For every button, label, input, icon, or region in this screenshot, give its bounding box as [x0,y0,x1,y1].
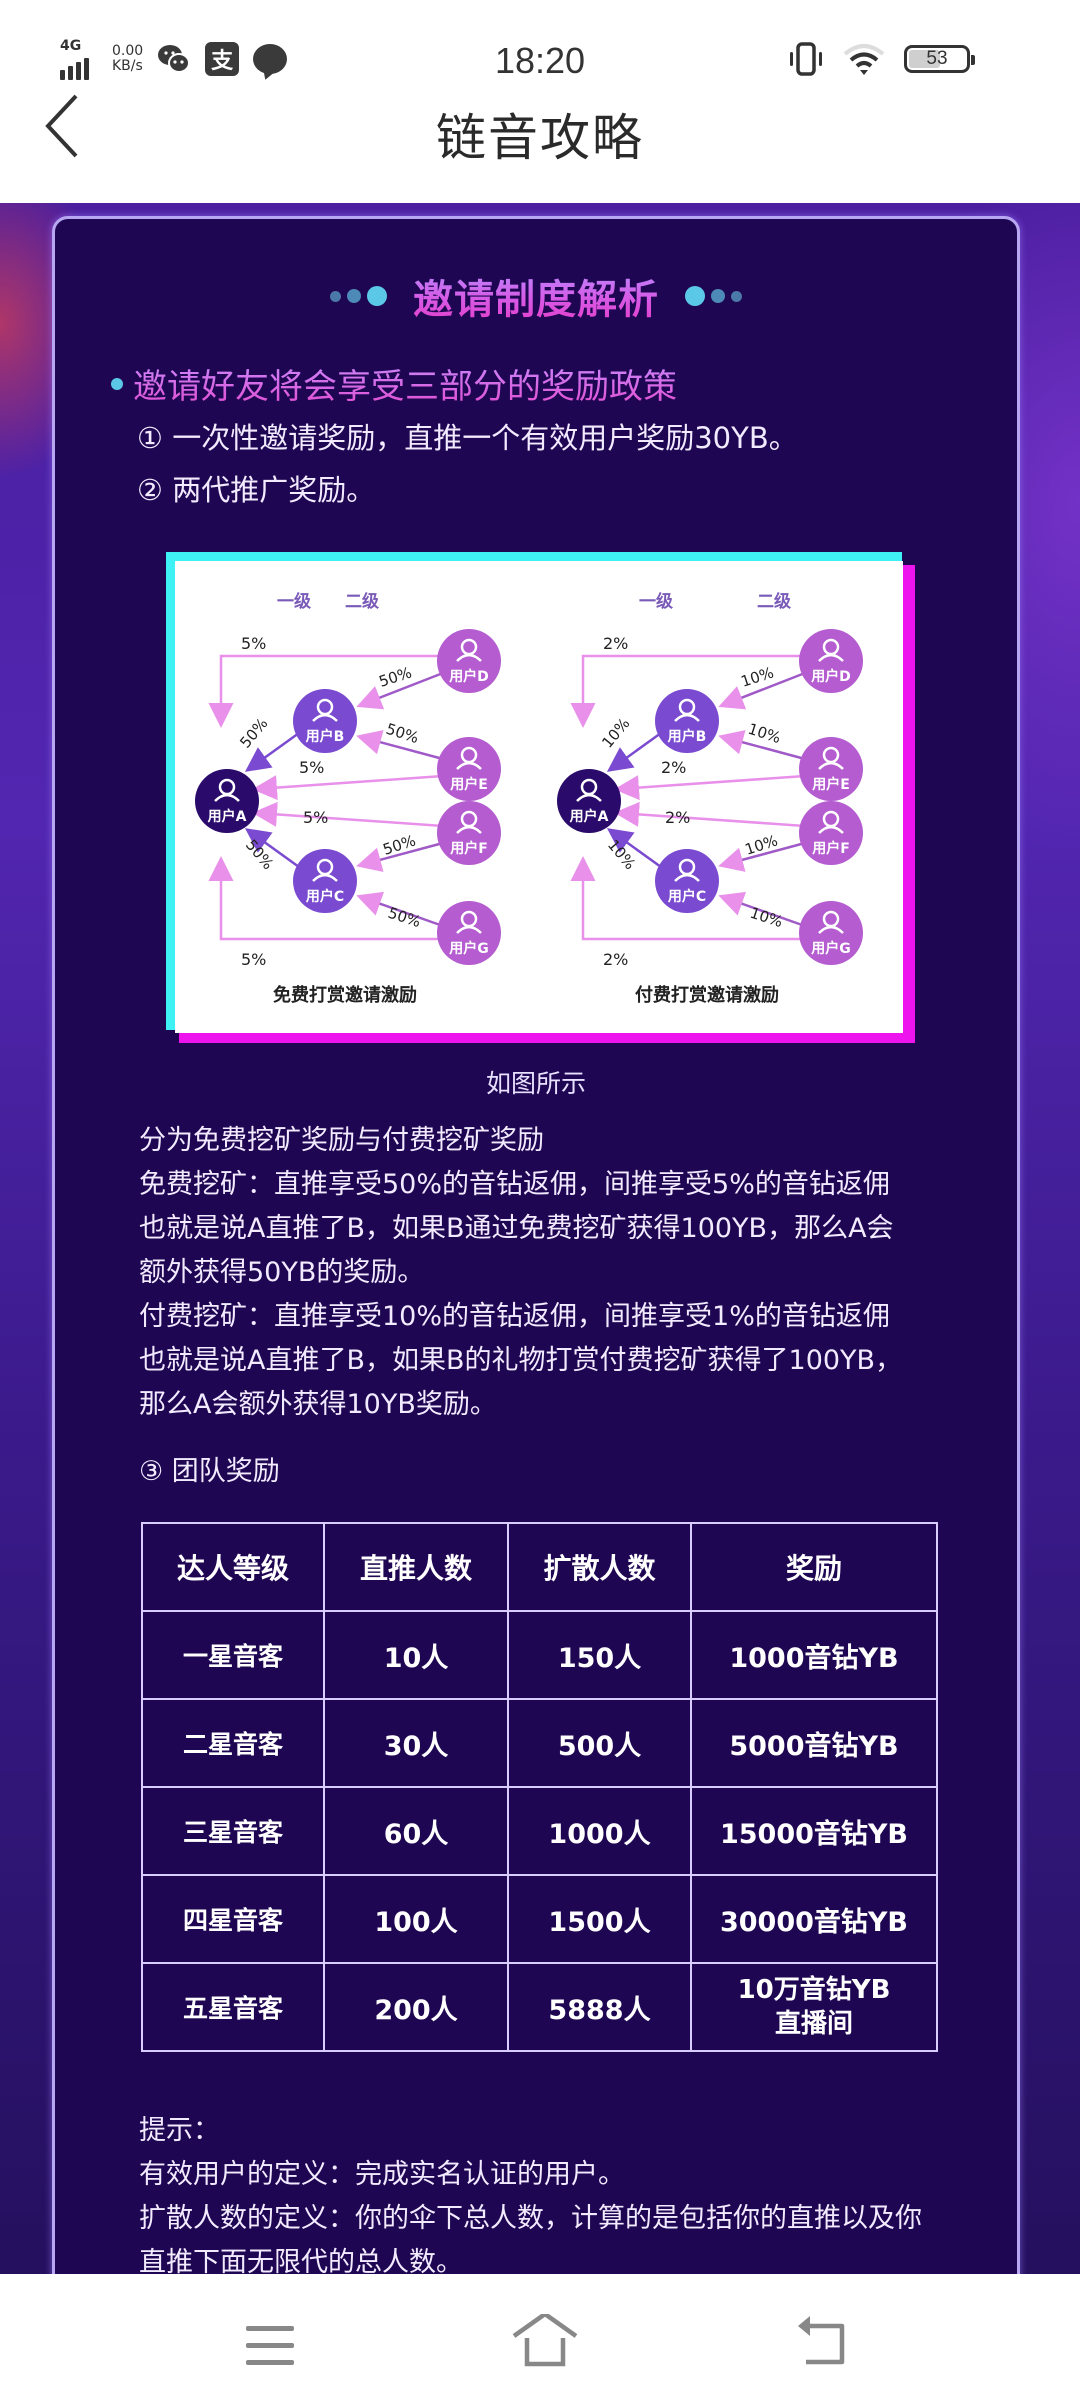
svg-text:用户C: 用户C [306,888,344,905]
system-navigation-bar [0,2274,1080,2400]
reward-item-2: ② 两代推广奖励。 [137,473,376,507]
svg-text:用户E: 用户E [812,776,850,793]
svg-text:用户D: 用户D [449,668,489,685]
back-icon [798,2316,845,2365]
figure-caption: 如图所示 [485,1069,586,1098]
svg-text:50%: 50% [236,714,271,751]
mining-explanation: 分为免费挖矿奖励与付费挖矿奖励 免费挖矿：直推享受50%的音钻返佣，间推享受5%… [139,1125,903,1420]
svg-text:用户B: 用户B [668,728,707,745]
status-left: 4G 0.00 KB/s 支 [58,38,288,80]
svg-text:用户B: 用户B [306,728,345,745]
table-row: 二星音客 30人 500人 5000音钻YB [141,1698,938,1788]
svg-text:免费打赏邀请激励: 免费打赏邀请激励 [273,984,417,1006]
svg-text:一级: 一级 [639,591,673,612]
card-title-row: 邀请制度解析 [55,267,1017,325]
svg-text:10%: 10% [598,714,633,751]
svg-text:5%: 5% [241,950,266,969]
svg-text:用户A: 用户A [570,808,609,825]
svg-text:用户C: 用户C [668,888,706,905]
table-row: 三星音客 60人 1000人 15000音钻YB [141,1786,938,1876]
section-headline: 邀请好友将会享受三部分的奖励政策 [111,359,677,408]
decorative-dots-right [685,286,742,306]
svg-text:5%: 5% [299,758,324,777]
svg-text:用户E: 用户E [450,776,488,793]
reward-item-1: ① 一次性邀请奖励，直推一个有效用户奖励30YB。 [137,421,798,455]
svg-text:2%: 2% [603,950,628,969]
menu-icon [246,2326,294,2365]
svg-text:用户D: 用户D [811,668,851,685]
svg-text:付费打赏邀请激励: 付费打赏邀请激励 [635,984,779,1006]
svg-text:用户G: 用户G [811,940,851,957]
team-reward-label: ③ 团队奖励 [139,1456,280,1487]
svg-text:一级: 一级 [277,591,311,612]
card-title: 邀请制度解析 [413,267,659,325]
wechat-icon [157,42,191,76]
home-button[interactable] [510,2311,580,2374]
svg-text:用户F: 用户F [450,840,488,857]
bullet-dot-icon [111,377,123,390]
menu-button[interactable] [240,2314,300,2374]
svg-text:2%: 2% [603,634,628,653]
team-reward-table: 达人等级 直推人数 扩散人数 奖励 一星音客 10人 150人 1000音钻YB… [141,1522,938,2052]
svg-text:10%: 10% [746,720,783,747]
table-header-row: 达人等级 直推人数 扩散人数 奖励 [141,1522,938,1612]
decorative-dots-left [330,286,387,306]
svg-text:5%: 5% [241,634,266,653]
app-header: 链音攻略 [0,90,1080,204]
signal-icon: 4G [58,38,98,80]
page-title: 链音攻略 [436,109,644,167]
tips-section: 提示： 有效用户的定义：完成实名认证的用户。 扩散人数的定义：你的伞下总人数，计… [139,2115,922,2278]
table-row: 四星音客 100人 1500人 30000音钻YB [141,1874,938,1964]
svg-text:用户F: 用户F [812,840,850,857]
wifi-icon [843,44,885,75]
svg-text:用户A: 用户A [208,808,247,825]
invite-policy-card: 邀请制度解析 邀请好友将会享受三部分的奖励政策 ① 一次性邀请奖励，直推一个有效… [52,216,1020,2316]
back-nav-button[interactable] [790,2314,850,2374]
battery-icon: 53 [904,45,975,73]
status-bar: 4G 0.00 KB/s 支 18:20 53 [0,0,1080,100]
table-row: 五星音客 200人 5888人 10万音钻YB 直播间 [141,1962,938,2052]
alipay-icon: 支 [205,42,240,76]
message-icon [253,44,288,74]
paid-diagram: 一级 二级 2% 2% 2% 2% 10% [557,591,863,1006]
svg-text:二级: 二级 [757,591,791,612]
svg-text:50%: 50% [242,836,277,873]
network-speed: 0.00 KB/s [112,43,144,74]
home-icon [512,2311,578,2367]
svg-text:5%: 5% [303,808,328,827]
svg-text:10%: 10% [748,904,785,931]
table-row: 一星音客 10人 150人 1000音钻YB [141,1610,938,1700]
svg-text:50%: 50% [384,720,421,747]
status-right: 53 [788,42,975,76]
network-type: 4G [60,38,82,54]
clock: 18:20 [494,40,586,81]
svg-text:2%: 2% [665,808,690,827]
free-diagram: 一级 二级 5% 5% 5% [195,591,501,1006]
referral-diagram: 一级 二级 5% 5% 5% [166,552,915,1043]
svg-text:2%: 2% [661,758,686,777]
chevron-left-icon [45,94,78,158]
vibrate-icon [790,42,822,76]
battery-level: 53 [926,48,948,69]
svg-text:二级: 二级 [345,591,379,612]
svg-text:用户G: 用户G [449,940,489,957]
back-button[interactable] [40,94,90,158]
svg-text:50%: 50% [386,904,423,931]
svg-text:10%: 10% [604,836,639,873]
